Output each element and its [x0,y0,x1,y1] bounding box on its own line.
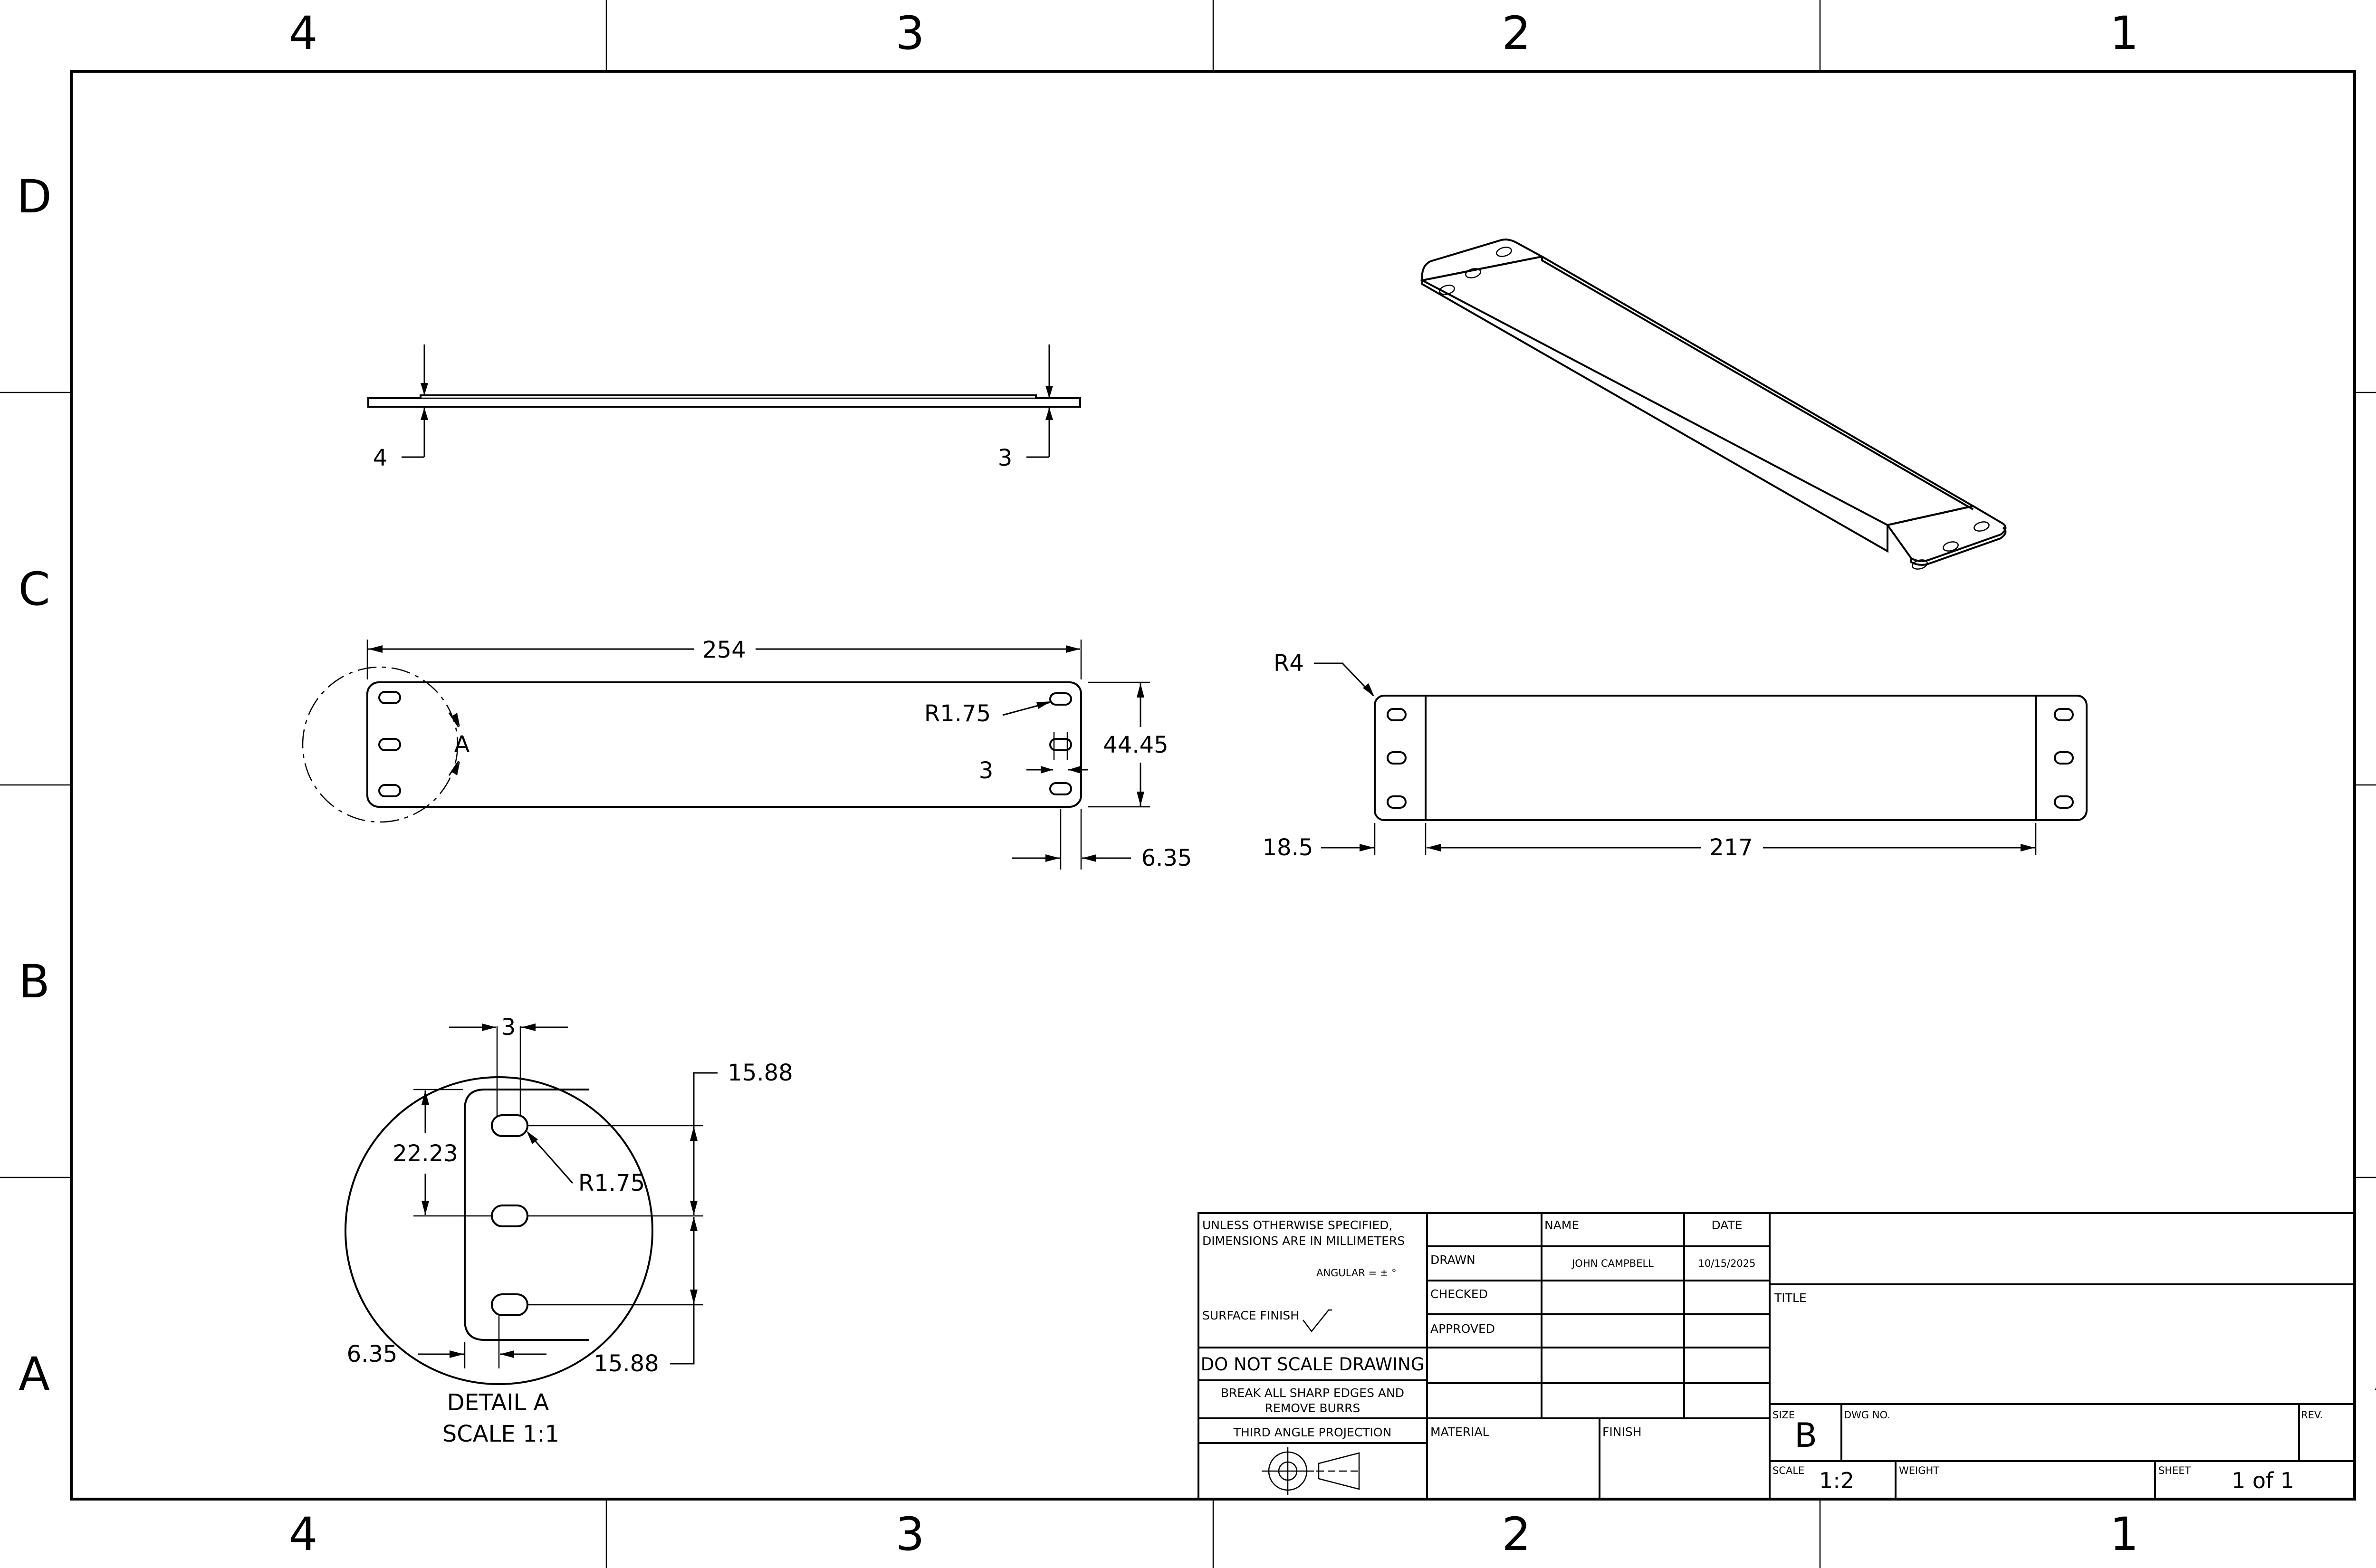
bottom-view: R4 18.5 217 [1263,650,2088,861]
tb-scale-value: 1:2 [1819,1468,1854,1493]
front-view: A 254 44.45 R1.75 3 6.35 [302,637,1192,871]
tb-break-edges-1: BREAK ALL SHARP EDGES AND [1221,1386,1404,1400]
tb-surface-finish: SURFACE FINISH [1202,1309,1299,1322]
detail-scale: SCALE 1:1 [442,1421,559,1447]
zone-col-3-top: 3 [895,7,924,60]
tb-sheet-label: SHEET [2158,1465,2191,1476]
zone-row-c-right: C [2374,563,2376,616]
zone-row-d-left: D [17,170,52,223]
zone-col-2-top: 2 [1502,7,1531,60]
tb-drawn-date: 10/15/2025 [1698,1258,1755,1269]
zone-col-1-top: 1 [2109,7,2138,60]
side-dim-right: 3 [998,445,1013,471]
tb-do-not-scale: DO NOT SCALE DRAWING [1201,1354,1425,1375]
zone-col-2-bottom: 2 [1502,1508,1531,1561]
zone-row-c-left: C [18,563,50,616]
zone-row-a-right: A [2375,1348,2376,1401]
zone-row-a-left: A [19,1348,50,1401]
front-edge-offset: 6.35 [1141,845,1192,871]
tb-col-name: NAME [1544,1218,1579,1232]
bottom-center-length: 217 [1709,834,1753,861]
detail-slot-width: 3 [501,1014,516,1041]
front-height-dim: 44.45 [1103,732,1168,758]
detail-title: DETAIL A [447,1389,549,1416]
tb-scale-label: SCALE [1772,1465,1804,1476]
tb-notes-line2: DIMENSIONS ARE IN MILLIMETERS [1202,1234,1405,1248]
front-length-dim: 254 [702,637,746,663]
isometric-view [1419,239,2007,570]
third-angle-projection-icon [1262,1447,1361,1495]
zone-col-4-bottom: 4 [288,1508,317,1561]
tb-size-value: B [1794,1416,1817,1455]
zone-col-1-bottom: 1 [2109,1508,2138,1561]
detail-pitch-top: 15.88 [728,1060,793,1086]
tb-sheet-value: 1 of 1 [2232,1468,2294,1493]
surface-finish-icon [1303,1309,1332,1333]
front-slot-width: 3 [979,757,994,784]
detail-slot-radius: R1.75 [578,1170,645,1196]
detail-edge-offset: 6.35 [347,1341,398,1367]
bottom-corner-radius: R4 [1274,650,1304,677]
tb-finish-label: FINISH [1602,1425,1642,1439]
tb-projection: THIRD ANGLE PROJECTION [1233,1425,1392,1439]
tb-approved-label: APPROVED [1430,1322,1495,1336]
tb-checked-label: CHECKED [1430,1287,1488,1301]
detail-a-view: 3 15.88 15.88 22.23 R1.75 [345,1014,793,1447]
detail-slot-offset: 22.23 [393,1140,458,1167]
tb-material-label: MATERIAL [1430,1425,1489,1439]
tb-dwg-no-label: DWG NO. [1844,1409,1890,1421]
tb-break-edges-2: REMOVE BURRS [1265,1401,1360,1415]
tb-notes-line1: UNLESS OTHERWISE SPECIFIED, [1202,1218,1392,1232]
tb-title-label: TITLE [1774,1291,1807,1305]
tb-rev-label: REV. [2301,1409,2323,1421]
tb-weight-label: WEIGHT [1899,1465,1939,1476]
zone-col-4-top: 4 [288,7,317,60]
front-slot-radius: R1.75 [924,700,991,727]
detail-pitch-bottom: 15.88 [594,1350,659,1377]
zone-labels: 4 3 2 1 4 3 2 1 D C B A D C B A [17,7,2376,1561]
tb-drawn-name: JOHN CAMPBELL [1571,1258,1654,1269]
zone-col-3-bottom: 3 [895,1508,924,1561]
tb-drawn-label: DRAWN [1430,1253,1475,1267]
tb-col-date: DATE [1711,1218,1742,1232]
bottom-end-width: 18.5 [1263,834,1313,861]
side-dim-left: 4 [373,445,388,471]
zone-row-b-left: B [19,955,50,1008]
side-view: 4 3 [367,344,1081,471]
front-detail-label: A [454,731,470,758]
title-block: UNLESS OTHERWISE SPECIFIED, DIMENSIONS A… [1198,1212,2356,1500]
tb-size-label: SIZE [1772,1409,1795,1421]
zone-row-b-right: B [2375,955,2376,1008]
zone-row-d-right: D [2373,170,2376,223]
tb-angular: ANGULAR = ± ° [1316,1267,1397,1279]
